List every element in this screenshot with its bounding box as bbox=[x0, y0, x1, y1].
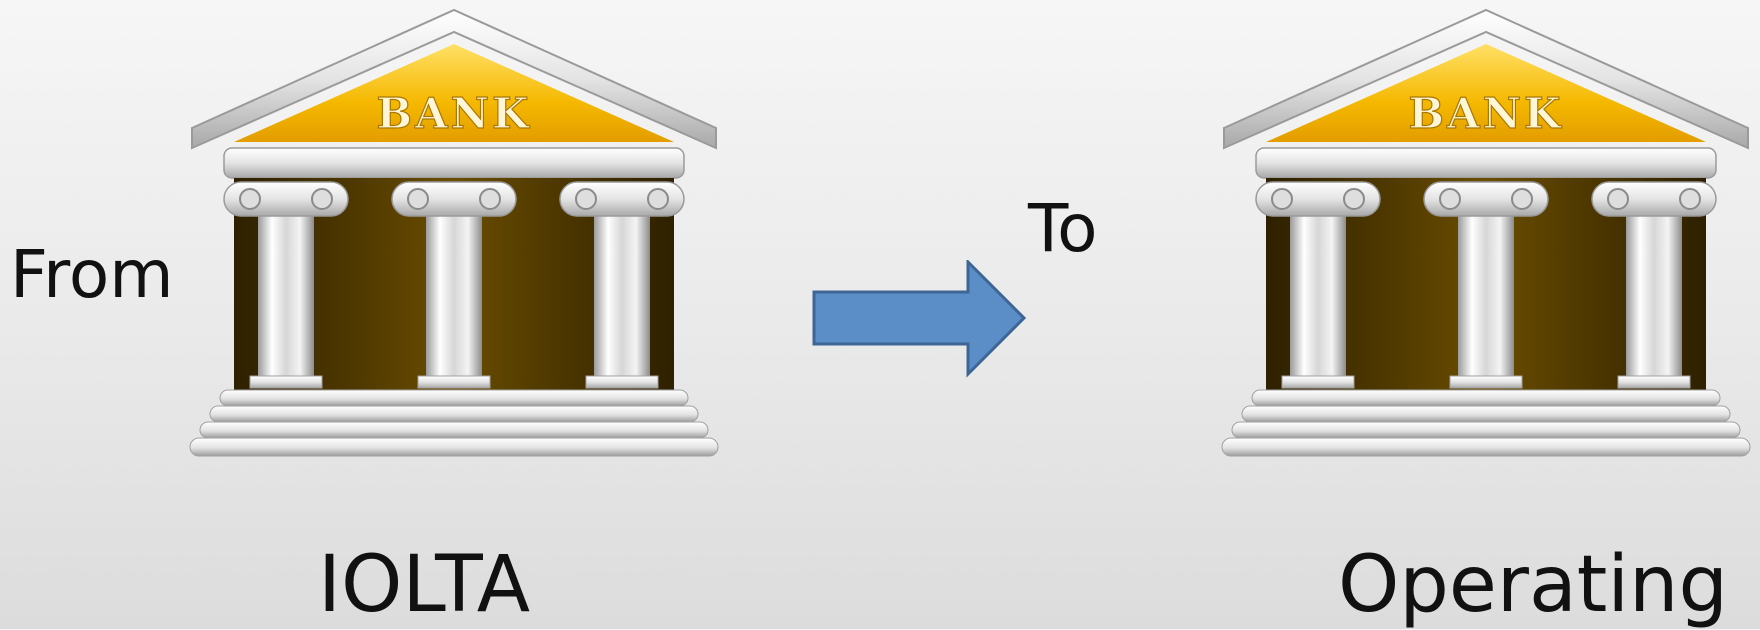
bank-sign-text: BANK bbox=[377, 89, 532, 138]
source-account-label: IOLTA bbox=[318, 540, 530, 630]
arrow-right-icon bbox=[810, 260, 1030, 380]
from-label: From bbox=[10, 236, 174, 313]
bank-building-icon: BANK bbox=[184, 0, 724, 480]
bank-steps bbox=[1222, 390, 1750, 456]
bank-steps bbox=[190, 390, 718, 456]
entablature bbox=[1256, 148, 1716, 178]
arrow-shape bbox=[814, 262, 1024, 374]
entablature bbox=[224, 148, 684, 178]
destination-account-label: Operating bbox=[1338, 540, 1728, 630]
to-label: To bbox=[1028, 190, 1097, 267]
bank-sign-text: BANK bbox=[1409, 89, 1564, 138]
bank-building-icon: BANK bbox=[1216, 0, 1756, 480]
